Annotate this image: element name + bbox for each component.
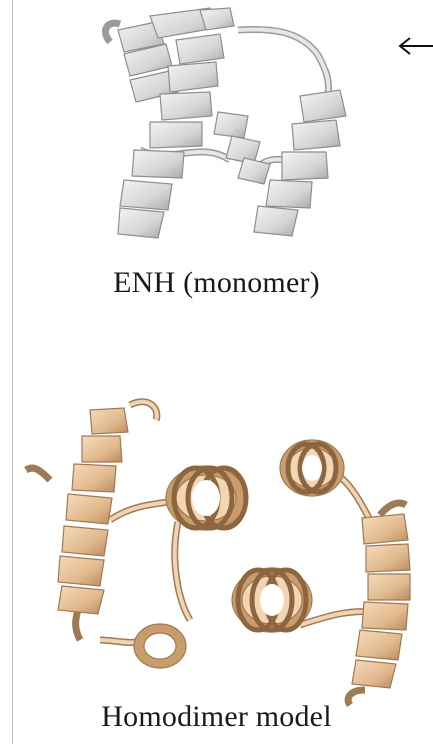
dimer-right-helix-long <box>352 514 410 688</box>
monomer-caption: ENH (monomer) <box>0 266 433 300</box>
dimer-left-coil-upper <box>166 466 246 530</box>
dimer-right-coil-lower <box>232 568 312 632</box>
dimer-ribbon-right <box>232 440 410 705</box>
dimer-left-coil-lower <box>134 624 186 668</box>
dimer-left-helix-long <box>58 408 128 614</box>
dimer-caption: Homodimer model <box>0 700 433 734</box>
pointer-arrow <box>400 38 433 54</box>
dimer-ribbon-left <box>26 402 246 668</box>
monomer-loop <box>238 29 329 95</box>
dimer-right-coil-upper <box>280 440 344 496</box>
monomer-ribbon <box>105 8 346 238</box>
monomer-helix-4 <box>214 112 270 184</box>
